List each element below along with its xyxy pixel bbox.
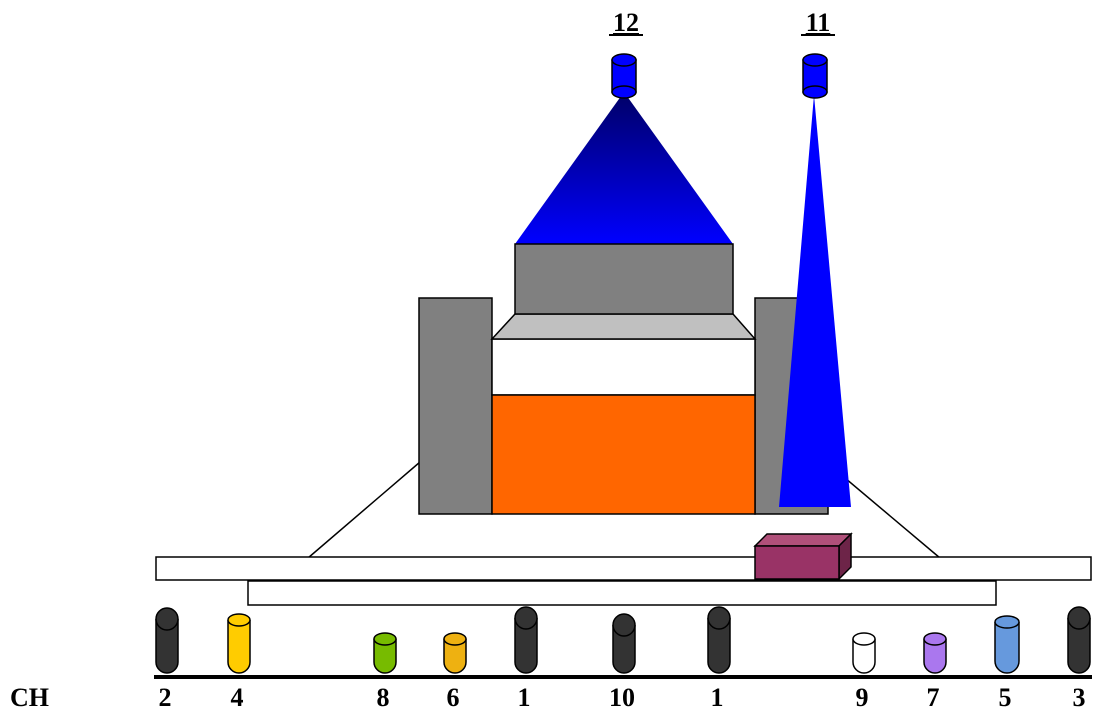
camera-11-icon [802, 53, 828, 99]
narrow-beam [779, 95, 851, 507]
channel-sensor-10 [1067, 606, 1091, 674]
channel-label-2: 8 [377, 683, 390, 712]
camera-12-label: 12 [613, 8, 639, 37]
wide-beam [515, 92, 733, 244]
channel-label-6: 1 [711, 683, 724, 712]
channel-label-9: 5 [999, 683, 1012, 712]
channel-label-8: 7 [927, 683, 940, 712]
channel-label-10: 3 [1073, 683, 1086, 712]
vessel-liquid [491, 394, 756, 515]
channel-label-4: 1 [518, 683, 531, 712]
channel-label-5: 10 [609, 683, 635, 712]
channel-label-3: 6 [447, 683, 460, 712]
channel-label-7: 9 [856, 683, 869, 712]
channel-label-0: 2 [159, 683, 172, 712]
channel-sensor-4 [514, 606, 538, 674]
object-box [753, 532, 853, 581]
channel-sensor-3 [443, 632, 467, 674]
channel-sensor-6 [707, 606, 731, 674]
vessel-white-region [491, 338, 756, 396]
channel-prefix-label: CH [10, 683, 49, 712]
vessel-bevel [490, 313, 757, 340]
channel-sensor-7 [852, 632, 876, 674]
channel-sensor-2 [373, 632, 397, 674]
perspective-line-left [307, 461, 421, 559]
channel-sensor-5 [612, 613, 636, 674]
vessel-top-block [514, 243, 734, 315]
channel-sensor-1 [227, 613, 251, 674]
lower-platform [247, 580, 997, 606]
channel-label-1: 4 [231, 683, 244, 712]
camera-11-label: 11 [806, 8, 831, 37]
channel-sensor-8 [923, 632, 947, 674]
camera-12-icon [611, 53, 637, 99]
channel-sensor-0 [155, 607, 179, 674]
side-pillar-left [418, 297, 493, 515]
conveyor-bar [155, 556, 1092, 581]
channel-sensors [155, 606, 1091, 674]
channel-sensor-9 [994, 615, 1020, 674]
